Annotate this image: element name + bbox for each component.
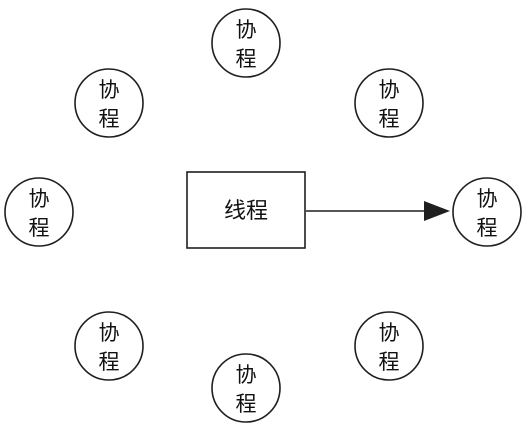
coroutine-circle [74, 68, 144, 138]
coroutine-label-line1: 协 [236, 18, 257, 42]
coroutine-circle [74, 311, 144, 381]
coroutine-circle [4, 177, 74, 247]
coroutine-label-line2: 程 [99, 107, 120, 131]
coroutine-label-line2: 程 [29, 216, 50, 240]
coroutine-label-line1: 协 [379, 78, 400, 102]
coroutine-node-right: 协 程 [452, 177, 522, 247]
coroutine-node-upper-right: 协 程 [354, 68, 424, 138]
coroutine-node-left: 协 程 [4, 177, 74, 247]
thread-label: 线程 [224, 199, 268, 224]
coroutine-label-line1: 协 [29, 187, 50, 211]
coroutine-label-line1: 协 [236, 363, 257, 387]
coroutine-label-line1: 协 [99, 321, 120, 345]
coroutine-node-upper-left: 协 程 [74, 68, 144, 138]
coroutine-label-line2: 程 [236, 47, 257, 71]
coroutine-label-line1: 协 [379, 321, 400, 345]
coroutine-label-line2: 程 [236, 392, 257, 416]
arrow-head [424, 201, 450, 221]
coroutine-circle [211, 8, 281, 78]
edge-thread-to-coroutine [306, 201, 450, 221]
coroutine-node-bottom: 协 程 [211, 353, 281, 423]
thread-box [186, 171, 306, 249]
coroutine-node-top: 协 程 [211, 8, 281, 78]
coroutine-label-line2: 程 [379, 107, 400, 131]
coroutine-circle [354, 311, 424, 381]
coroutine-node-lower-left: 协 程 [74, 311, 144, 381]
coroutine-circle [354, 68, 424, 138]
coroutine-label-line2: 程 [99, 350, 120, 374]
thread-node: 线程 [186, 171, 306, 249]
coroutine-node-lower-right: 协 程 [354, 311, 424, 381]
coroutine-label-line1: 协 [477, 187, 498, 211]
coroutine-circle [452, 177, 522, 247]
coroutine-label-line2: 程 [379, 350, 400, 374]
coroutine-label-line1: 协 [99, 78, 120, 102]
coroutine-circle [211, 353, 281, 423]
coroutine-label-line2: 程 [477, 216, 498, 240]
